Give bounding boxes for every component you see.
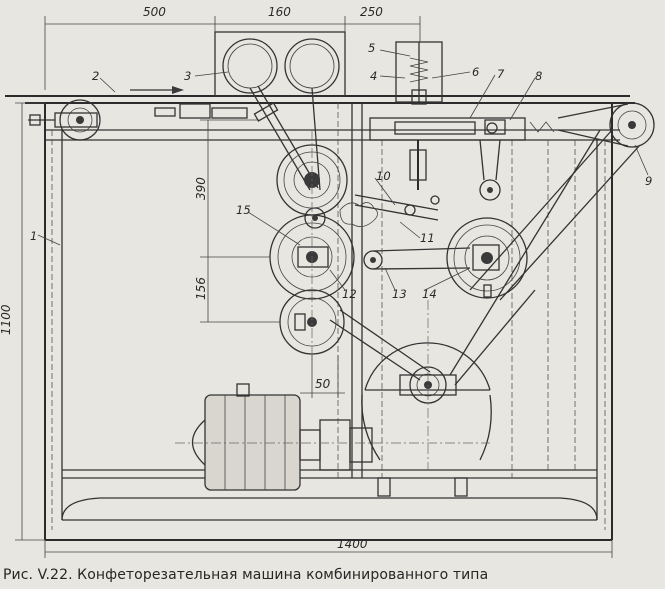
callout-12: 12 <box>342 287 357 301</box>
dimension-1400: 1400 <box>337 537 368 551</box>
callout-6: 6 <box>472 65 479 79</box>
right-conveyor-pulley <box>557 102 655 148</box>
figure-caption: Рис. V.22. Конфеторезательная машина ком… <box>3 567 489 583</box>
callout-4: 4 <box>370 69 377 83</box>
callout-5: 5 <box>368 41 375 55</box>
dimension-lines <box>15 16 613 558</box>
drive-belts <box>449 129 641 386</box>
dimension-50: 50 <box>315 377 331 391</box>
callout-10: 10 <box>376 169 391 183</box>
machine-frame <box>5 95 635 541</box>
left-conveyor-pulley <box>28 99 101 141</box>
lever-10 <box>354 140 440 221</box>
callout-8: 8 <box>535 69 542 83</box>
callout-14: 14 <box>422 287 437 301</box>
callout-11: 11 <box>420 231 435 245</box>
callout-7: 7 <box>497 67 505 81</box>
connecting-rod-13 <box>363 247 471 270</box>
machine-feet <box>377 477 468 497</box>
idler-pulley <box>479 139 501 201</box>
conveyor-direction-arrow <box>130 86 184 94</box>
electric-motor <box>175 383 490 491</box>
callout-leaders <box>37 49 649 291</box>
flywheel-14 <box>446 217 528 299</box>
callout-13: 13 <box>392 287 407 301</box>
dimension-500: 500 <box>143 5 166 19</box>
top-feed-rollers <box>214 31 346 97</box>
dimension-1100: 1100 <box>0 304 13 335</box>
dimension-160: 160 <box>268 5 291 19</box>
central-bar <box>369 117 555 141</box>
callout-9: 9 <box>645 174 652 188</box>
roller-linkage <box>154 85 321 191</box>
callout-2: 2 <box>92 69 99 83</box>
dimension-390: 390 <box>194 177 208 200</box>
dimension-156: 156 <box>194 277 208 300</box>
candy-mass <box>339 202 378 227</box>
main-drive-wheel <box>329 309 492 461</box>
dimension-250: 250 <box>360 5 383 19</box>
small-gear <box>304 207 326 229</box>
callout-1: 1 <box>30 229 37 243</box>
callout-3: 3 <box>184 69 191 83</box>
machine-drawing: 500 160 250 1100 390 156 50 1400 1 2 3 4… <box>0 5 655 558</box>
cutting-head <box>395 41 443 105</box>
callout-15: 15 <box>236 203 251 217</box>
